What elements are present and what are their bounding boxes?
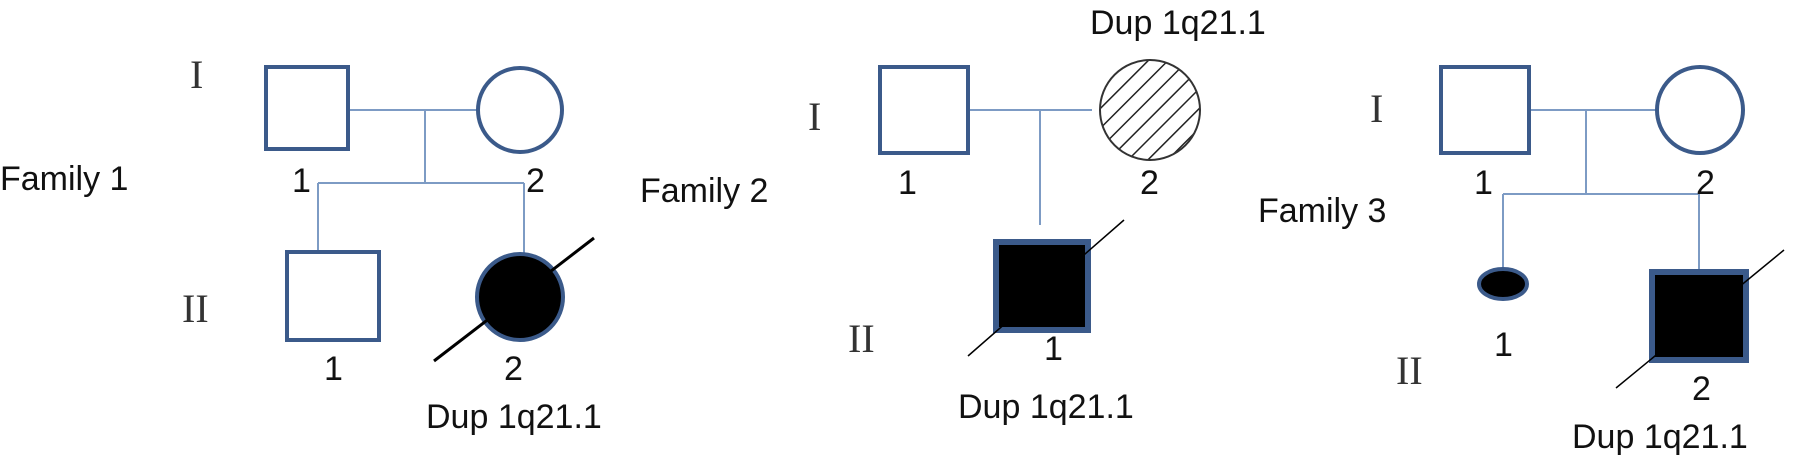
family-1-II-1-number: 1: [324, 350, 343, 388]
family-1-I-1-number: 1: [292, 162, 311, 200]
family-2-II-1-deceased-slash: [967, 219, 1125, 357]
family-2-II-1-annotation: Dup 1q21.1: [958, 388, 1134, 426]
family-3-II-2-annotation: Dup 1q21.1: [1572, 418, 1748, 456]
family-3-II-2-number: 2: [1692, 370, 1711, 408]
family-3-II-2-deceased-slash: [1615, 249, 1785, 389]
family-2-I-1-number: 1: [898, 164, 917, 202]
family-1-generation-I: I: [190, 52, 203, 97]
family-2-label: Family 2: [640, 172, 768, 210]
family-2-I-2-annotation: Dup 1q21.1: [1090, 4, 1266, 42]
family-1-generation-II: II: [182, 286, 209, 331]
family-3: Family 3 I II 1 2 1 2 Dup 1q21.1: [1258, 65, 1785, 456]
family-1-II-2-deceased-slash: [433, 236, 595, 363]
family-2-II-1-affected-male-square: [993, 239, 1091, 333]
family-1-I-2-number: 2: [526, 162, 545, 200]
family-3-II-1-number: 1: [1494, 326, 1513, 364]
family-1-I-2-female-circle: [476, 66, 564, 154]
family-1-II-2-number: 2: [504, 350, 523, 388]
family-1-II-2-affected-female-circle: [475, 252, 565, 342]
family-3-generation-II: II: [1396, 348, 1423, 393]
family-3-generation-I: I: [1370, 86, 1383, 131]
family-1-II-1-male-square: [285, 250, 381, 342]
family-1-label: Family 1: [0, 160, 128, 198]
family-1: Family 1 I II 1 2 1 2 Dup 1q21.1: [0, 52, 602, 436]
family-2-II-1-number: 1: [1044, 330, 1063, 368]
family-1-II-2-annotation: Dup 1q21.1: [426, 398, 602, 436]
family-2: Family 2 I II 1 2 Dup 1q21.1 1 Dup 1q21.…: [640, 4, 1266, 426]
family-3-I-2-female-circle: [1655, 65, 1745, 155]
family-2-I-2-number: 2: [1140, 164, 1159, 202]
family-2-generation-I: I: [808, 94, 821, 139]
family-3-II-1-affected-miscarriage: [1477, 267, 1529, 301]
family-2-generation-II: II: [848, 316, 875, 361]
family-3-I-2-number: 2: [1696, 164, 1715, 202]
family-3-I-1-number: 1: [1474, 164, 1493, 202]
family-3-label: Family 3: [1258, 192, 1386, 230]
family-3-I-1-male-square: [1439, 65, 1531, 155]
family-2-I-1-male-square: [878, 65, 970, 155]
family-2-I-2-carrier-hatched-circle: [1099, 59, 1201, 161]
family-1-I-1-male-square: [264, 65, 350, 151]
